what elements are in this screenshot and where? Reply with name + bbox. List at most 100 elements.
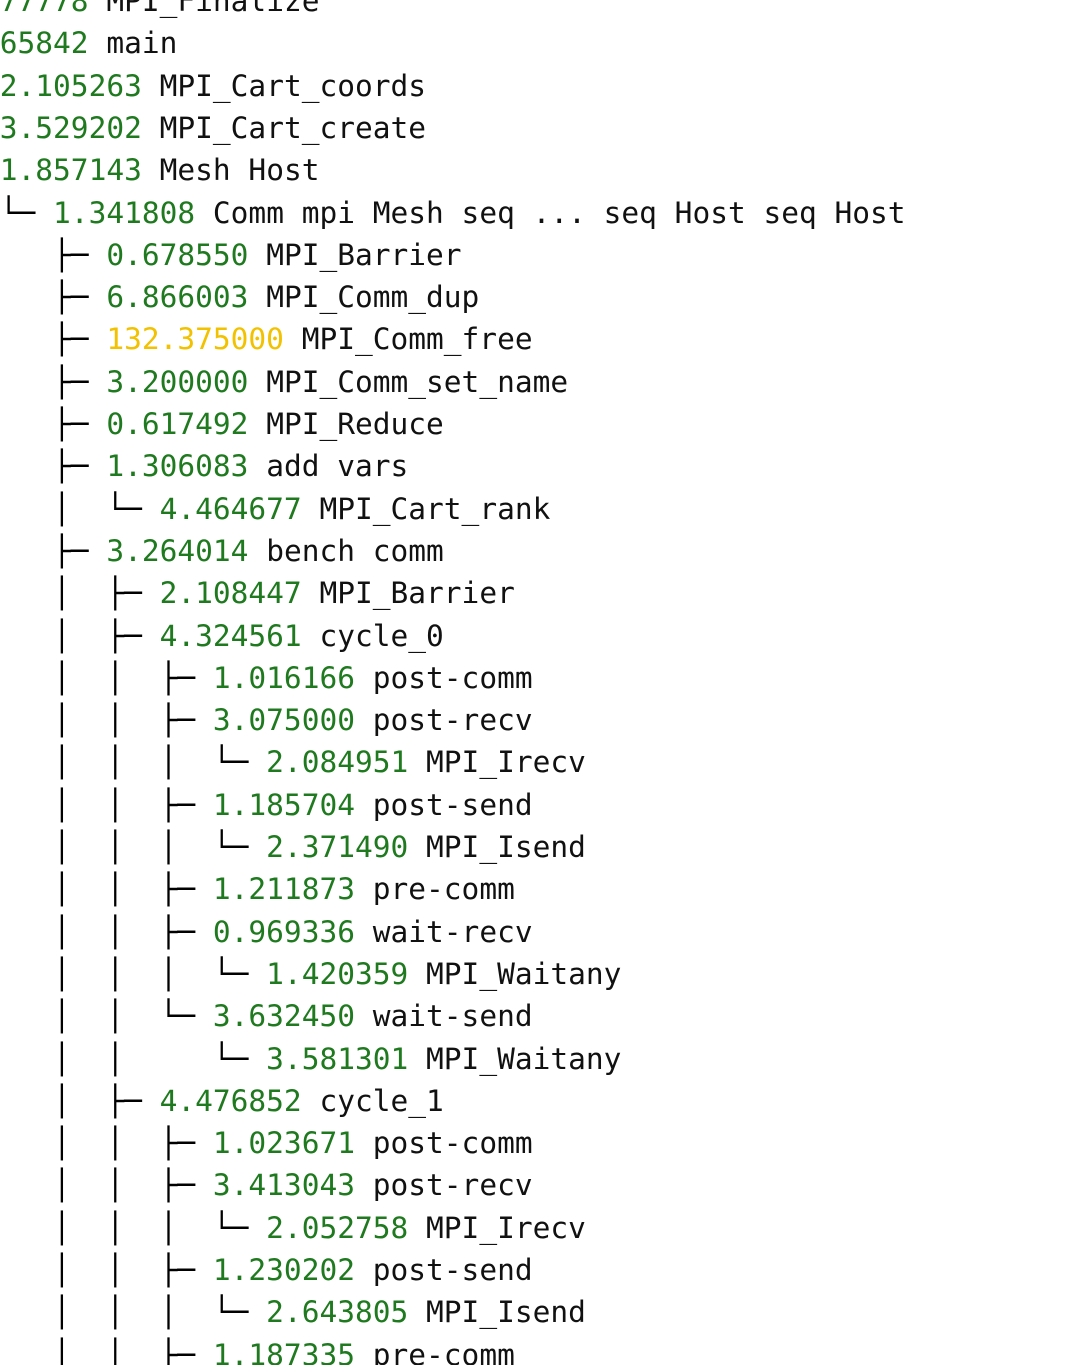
tree-row-label: MPI_Comm_free — [301, 322, 533, 357]
tree-row-label: MPI_Barrier — [319, 576, 515, 611]
tree-row-value: 1.211873 — [212, 872, 355, 907]
tree-row-label: main — [106, 26, 178, 61]
tree-row-value: 2.105263 — [0, 68, 142, 103]
tree-branch-glyph: ├─ — [53, 237, 89, 272]
tree-branch-glyph: ├─ — [53, 407, 89, 441]
tree-row: ├─ 0.678550 MPI_Barrier — [0, 234, 462, 276]
tree-row-value: 2.108447 — [159, 576, 302, 611]
tree-row-value: 3.632450 — [212, 999, 355, 1034]
tree-branch-glyph: └─ — [0, 195, 36, 230]
tree-row-label: Comm mpi Mesh seq ... seq Host seq Host — [212, 195, 906, 230]
tree-row: │ │ │ └─ 1.420359 MPI_Waitany — [0, 953, 621, 995]
tree-branch-glyph: │ │ ├─ — [0, 660, 213, 695]
tree-row-value: 3.264014 — [106, 533, 249, 568]
tree-branch-glyph: │ │ └─ — [0, 999, 213, 1034]
tree-row-value: 0.678550 — [106, 237, 249, 272]
tree-row: │ └─ 4.464677 MPI_Cart_rank — [0, 488, 550, 530]
tree-branch-glyph: │ │ ├─ — [0, 1126, 213, 1161]
tree-branch-glyph: │ ├─ — [53, 618, 142, 653]
tree-row-label: MPI_Cart_create — [159, 110, 427, 145]
tree-row-value: 1.023671 — [212, 1126, 355, 1161]
tree-branch-glyph: │ ├─ — [53, 576, 142, 611]
tree-row: └─ 1.341808 Comm mpi Mesh seq ... seq Ho… — [0, 192, 906, 234]
tree-row: ├─ 6.866003 MPI_Comm_dup — [0, 276, 479, 318]
tree-row: 2.105263 MPI_Cart_coords — [0, 65, 426, 107]
tree-branch-glyph: │ │ │ └─ — [0, 1295, 267, 1330]
tree-row: 665842 main — [0, 22, 177, 64]
tree-branch-glyph: │ │ ├─ — [0, 872, 213, 907]
tree-row-label: MPI_Irecv — [426, 745, 586, 780]
tree-branch-glyph: │ └─ — [53, 491, 142, 526]
tree-row-label: MPI_Barrier — [266, 237, 462, 272]
tree-row-label: pre-comm — [372, 1337, 515, 1365]
tree-row: 277778 MPI_Finalize — [0, 0, 319, 22]
tree-row-value: 2.371490 — [266, 830, 409, 864]
tree-row-value: 0.969336 — [212, 914, 355, 949]
tree-row: ├─ 3.200000 MPI_Comm_set_name — [0, 361, 568, 403]
tree-row-value: 4.324561 — [159, 618, 302, 653]
tree-row-label: MPI_Reduce — [266, 407, 444, 441]
tree-row-value: 132.375000 — [106, 322, 284, 357]
tree-row-value: 277778 — [0, 0, 89, 18]
tree-row-label: post-comm — [372, 660, 533, 695]
tree-row-value: 2.084951 — [266, 745, 409, 780]
tree-row-label: post-recv — [372, 703, 533, 738]
tree-row-value: 0.617492 — [106, 407, 249, 441]
tree-row: │ │ │ └─ 2.371490 MPI_Isend — [0, 826, 586, 868]
tree-branch-glyph: │ │ │ └─ — [0, 956, 267, 991]
tree-row-label: Mesh Host — [159, 153, 320, 188]
tree-row-label: MPI_Waitany — [426, 956, 622, 991]
tree-row: │ │ └─ 3.632450 wait-send — [0, 995, 533, 1037]
tree-row-value: 3.581301 — [266, 1041, 409, 1076]
tree-row: 1.857143 Mesh Host — [0, 149, 319, 191]
tree-row-value: 1.185704 — [212, 787, 355, 822]
tree-row-value: 6.866003 — [106, 280, 249, 315]
tree-row-value: 3.075000 — [212, 703, 355, 738]
tree-row-label: MPI_Finalize — [106, 0, 320, 18]
tree-branch-glyph: ├─ — [53, 449, 89, 484]
tree-row-label: MPI_Cart_coords — [159, 68, 427, 103]
tree-row: │ │ ├─ 1.230202 post-send — [0, 1249, 533, 1291]
tree-branch-glyph: ├─ — [53, 533, 89, 568]
tree-row-label: pre-comm — [372, 872, 515, 907]
tree-branch-glyph: │ │ ├─ — [0, 787, 213, 822]
tree-row: │ ├─ 2.108447 MPI_Barrier — [0, 572, 515, 614]
tree-row-value: 1.187335 — [212, 1337, 355, 1365]
tree-row-value: 4.476852 — [159, 1083, 302, 1118]
tree-row-value: 1.230202 — [212, 1253, 355, 1287]
tree-row-label: post-send — [372, 787, 533, 822]
tree-branch-glyph: │ │ ├─ — [0, 1337, 213, 1365]
tree-row: │ ├─ 4.324561 cycle_0 — [0, 615, 444, 657]
tree-row-label: wait-recv — [372, 914, 533, 949]
tree-branch-glyph: │ │ ├─ — [0, 914, 213, 949]
tree-row-value: 4.464677 — [159, 491, 302, 526]
tree-row-value: 665842 — [0, 26, 89, 61]
tree-row-label: add vars — [266, 449, 409, 484]
tree-row-label: cycle_0 — [319, 618, 444, 653]
tree-row-value: 1.341808 — [53, 195, 196, 230]
tree-row-value: 2.643805 — [266, 1295, 409, 1330]
tree-branch-glyph: │ │ │ └─ — [0, 745, 267, 780]
tree-row-label: cycle_1 — [319, 1083, 444, 1118]
tree-row-label: MPI_Cart_rank — [319, 491, 551, 526]
tree-row: │ ├─ 4.476852 cycle_1 — [0, 1080, 444, 1122]
tree-row-label: post-recv — [372, 1168, 533, 1203]
tree-row-label: MPI_Comm_set_name — [266, 364, 569, 399]
tree-branch-glyph: │ │ └─ — [0, 1041, 267, 1076]
tree-row: │ │ ├─ 1.187335 pre-comm — [0, 1334, 515, 1365]
tree-branch-glyph: │ │ ├─ — [0, 703, 213, 738]
tree-row-label: MPI_Isend — [426, 1295, 586, 1330]
tree-row-value: 1.420359 — [266, 956, 409, 991]
tree-row-label: MPI_Irecv — [426, 1210, 586, 1245]
tree-row-label: MPI_Comm_dup — [266, 280, 480, 315]
tree-branch-glyph: │ ├─ — [53, 1083, 142, 1118]
tree-row: │ │ ├─ 3.075000 post-recv — [0, 699, 533, 741]
tree-branch-glyph: │ │ ├─ — [0, 1168, 213, 1203]
tree-row: │ │ └─ 3.581301 MPI_Waitany — [0, 1038, 621, 1080]
tree-branch-glyph: │ │ │ └─ — [0, 830, 267, 864]
tree-row-value: 2.052758 — [266, 1210, 409, 1245]
tree-row: │ │ ├─ 1.016166 post-comm — [0, 657, 533, 699]
tree-row-value: 1.016166 — [212, 660, 355, 695]
tree-branch-glyph: ├─ — [53, 364, 89, 399]
tree-row: │ │ ├─ 1.185704 post-send — [0, 784, 533, 826]
